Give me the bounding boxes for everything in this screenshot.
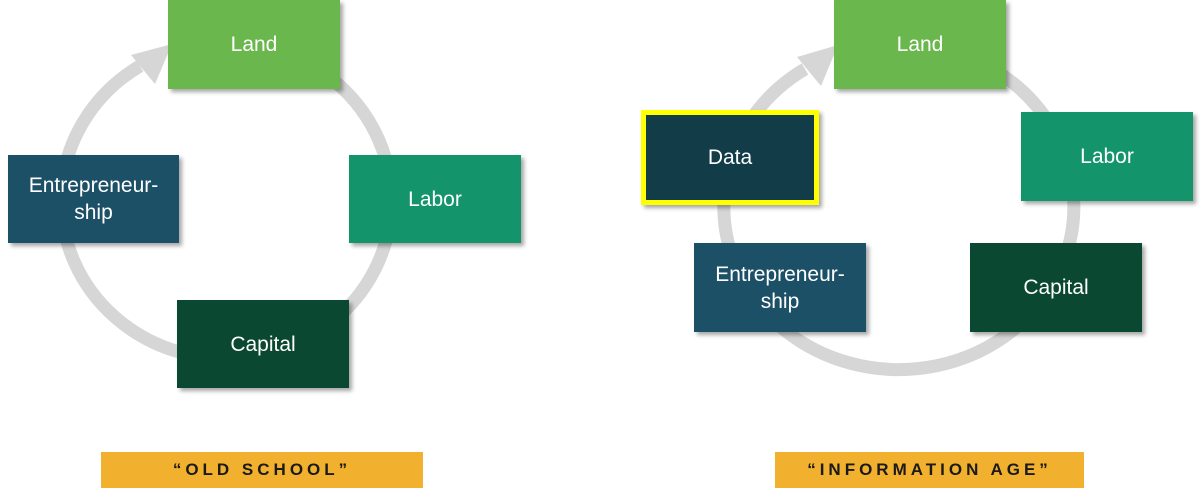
information-age-labor-label: Labor [1080,145,1134,168]
information-age-label: “INFORMATION AGE” [807,460,1052,479]
information-age-data-box: Data [641,110,819,205]
old-school-labor-box: Labor [349,155,521,243]
old-school-labor-label: Labor [408,187,462,211]
old-school-capital-label: Capital [230,332,296,356]
information-age-capital-label: Capital [1023,276,1089,299]
information-age-label-bar: “INFORMATION AGE” [775,452,1084,488]
old-school-land-label: Land [230,33,278,56]
old-school-label: “OLD SCHOOL” [172,460,352,479]
old-school-capital-box: Capital [177,300,349,388]
information-age-land-label: Land [896,33,944,56]
information-age-entrepreneurship-label: Entrepreneur- ship [715,262,845,313]
information-age-data-label: Data [707,146,753,169]
information-age-capital-box: Capital [970,243,1142,332]
old-school-entrepreneurship-label: Entrepreneur- ship [28,174,159,224]
information-age-labor-box: Labor [1021,112,1193,201]
information-age-land-box: Land [834,0,1006,89]
old-school-entrepreneurship-box: Entrepreneur- ship [8,155,179,243]
old-school-label-bar: “OLD SCHOOL” [101,452,423,488]
old-school-land-box: Land [168,0,340,89]
information-age-entrepreneurship-box: Entrepreneur- ship [694,243,866,332]
